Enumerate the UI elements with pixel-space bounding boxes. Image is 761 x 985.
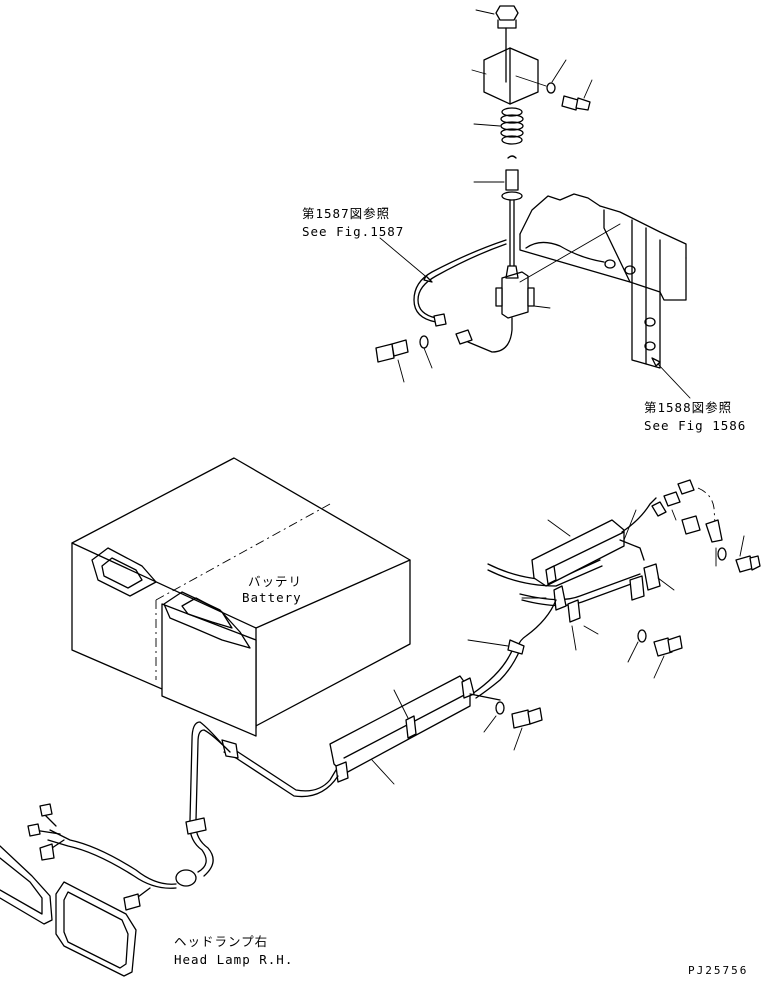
main-harness [27,721,339,911]
spring [473,107,524,145]
battery-jp-text: バッテリ [248,574,302,589]
battery-front [161,591,257,737]
headlamp-en-text: Head Lamp R.H. [174,952,293,967]
ref-1587-en-text: See Fig.1587 [302,224,404,239]
ref-1587-jp-text: 第1587図参照 [302,206,390,221]
top-nut [475,5,519,29]
ref-1588-en-text: See Fig 1586 [644,418,746,433]
rear-harness [487,479,761,587]
frame-member [519,193,687,369]
switch-bolt [375,335,433,383]
headlamp-jp-text: ヘッドランプ右 [174,934,268,949]
drawing-code-text: PJ25756 [688,964,748,977]
bracket-washer [515,59,567,94]
plunger-rod [473,155,523,267]
switch-unit [455,223,621,353]
ref-1588-jp-text: 第1588図参照 [644,400,732,415]
head-lamp [0,845,137,977]
mid-bracket [519,563,683,679]
ref-1588-arrow [651,357,691,399]
lower-conduit [329,675,543,785]
battery-en-text: Battery [242,590,302,605]
battery-back [71,457,411,729]
top-bracket [471,27,539,105]
center-harness [467,599,557,699]
bracket-bolt [561,79,593,111]
harness-1587 [379,237,507,327]
